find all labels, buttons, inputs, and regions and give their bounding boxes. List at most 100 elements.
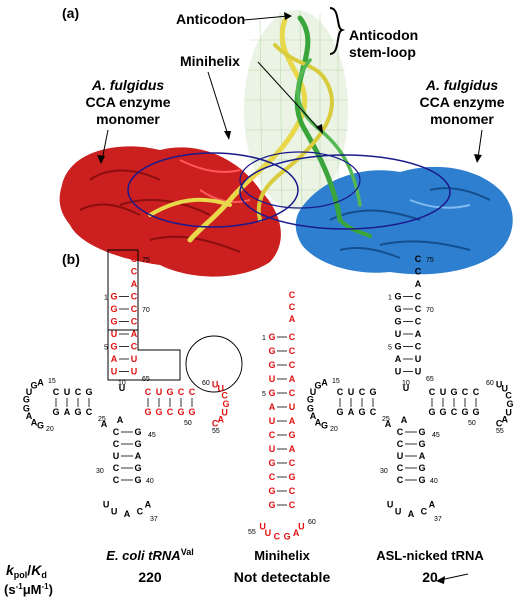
nt-d-loop: A <box>37 377 44 387</box>
minihelix-pointer-left <box>207 71 229 136</box>
value-asl: 20 <box>422 569 438 585</box>
nt-acceptor-3p: U <box>415 354 422 364</box>
left-monomer-line3: monomer <box>96 111 160 127</box>
nt-t-stem-top: C <box>429 387 436 397</box>
nt-ac-stem-5p: C <box>397 463 404 473</box>
nt-t-loop: G <box>222 399 229 409</box>
nt-d-loop: G <box>307 403 314 413</box>
kd-main: K <box>31 562 42 578</box>
nt-ac-stem-5p: C <box>397 427 404 437</box>
num-65: 65 <box>142 376 150 383</box>
nt-acceptor-3p: U <box>131 367 138 377</box>
nt-ac-stem-5p: U <box>397 451 404 461</box>
num-5: 5 <box>388 345 392 352</box>
nt-mini-5p: A <box>269 402 276 412</box>
slash: / <box>27 562 31 578</box>
nick-arrowhead <box>436 576 445 584</box>
num-1: 1 <box>104 295 108 302</box>
nt-mini-tail: C <box>289 302 296 312</box>
caption-ecoli-sup: Val <box>181 547 194 557</box>
left-monomer-line2: CCA enzyme <box>85 94 170 110</box>
nt-t-stem-bot: C <box>451 407 458 417</box>
value-minihelix: Not detectable <box>234 569 331 585</box>
caption-ecoli: E. coli tRNAVal <box>106 547 193 563</box>
nt-t-loop: U <box>217 383 224 393</box>
num-1: 1 <box>388 295 392 302</box>
num-37: 37 <box>150 516 158 523</box>
nt-acceptor-5p: G <box>394 292 401 302</box>
nt-t-stem-top: G <box>166 387 173 397</box>
nt-d-stem-top: G <box>369 387 376 397</box>
nt-acceptor-5p: U <box>395 367 402 377</box>
right-monomer-line3: monomer <box>430 111 494 127</box>
minihelix-arrowhead-right <box>316 124 323 134</box>
nt-mini-5p: G <box>268 332 275 342</box>
nt-ac-loop: U <box>103 499 110 509</box>
nt-mini-3p: U <box>289 402 296 412</box>
nt-d-stem-bot: G <box>358 407 365 417</box>
nt-mini-loop: G <box>284 532 291 542</box>
nt-ac-loop: A <box>124 509 131 519</box>
value-ecoli: 220 <box>138 569 162 585</box>
nt-ac-loop: U <box>387 499 394 509</box>
nt-tail: C <box>131 254 138 264</box>
nt-ac-stem-5p: C <box>113 427 120 437</box>
nt-d-stem-bot: G <box>336 407 343 417</box>
acceptor-box-horizontal <box>107 330 181 381</box>
nt-d-loop: A <box>26 411 33 421</box>
minihelix-pointer-right <box>257 61 321 131</box>
nt-d-stem-top: C <box>53 387 60 397</box>
ellipse-right-site <box>239 154 451 230</box>
num-75: 75 <box>426 257 434 264</box>
num-15: 15 <box>332 378 340 385</box>
nt-ac-stem-3p: G <box>418 463 425 473</box>
nt-t-stem-top: C <box>178 387 185 397</box>
right-monomer-line2: CCA enzyme <box>419 94 504 110</box>
nt-d-loop: G <box>307 395 314 405</box>
nt-d-loop: A <box>31 417 38 427</box>
num-mini-1: 1 <box>262 335 266 342</box>
ellipse-center-site <box>239 151 361 209</box>
nt-ac-loop: U <box>395 506 402 516</box>
nt-acceptor-5p: A <box>395 354 402 364</box>
nt-acceptor-5p: G <box>394 317 401 327</box>
nt-mini-loop: U <box>259 522 266 532</box>
num-55: 55 <box>496 428 504 435</box>
units-sup2: -1 <box>41 582 49 591</box>
nt-ac-stem-3p: G <box>134 463 141 473</box>
num-65: 65 <box>426 376 434 383</box>
nt-mini-5p: G <box>268 486 275 496</box>
num-75: 75 <box>142 257 150 264</box>
nt-mini-5p: U <box>269 444 276 454</box>
nt-ac-stem-3p: G <box>134 439 141 449</box>
nt-mini-3p: A <box>289 374 296 384</box>
num-40: 40 <box>430 478 438 485</box>
nt-mini-5p: U <box>269 416 276 426</box>
nt-ac-stem-5p: C <box>113 475 120 485</box>
left-monomer-line1: A. fulgidus <box>91 77 165 93</box>
nt-d-loop: U <box>26 387 33 397</box>
nt-d-stem-top: U <box>348 387 355 397</box>
nt-extra: A <box>385 419 392 429</box>
nt-acceptor-5p: A <box>111 354 118 364</box>
num-50: 50 <box>468 420 476 427</box>
nt-ac-stem-3p: G <box>418 439 425 449</box>
nt-d-stem-top: C <box>359 387 366 397</box>
nt-acceptor-3p: C <box>131 342 138 352</box>
left-monomer-arrowhead <box>97 155 105 164</box>
nt-ac-stem-5p: C <box>397 475 404 485</box>
nt-t-stem-bot: C <box>167 407 174 417</box>
num-mini-60: 60 <box>308 519 316 526</box>
nt-t-stem-top: U <box>440 387 447 397</box>
nt-mini-5p: C <box>269 430 276 440</box>
nt-mini-3p: G <box>288 472 295 482</box>
num-70: 70 <box>426 307 434 314</box>
nt-acceptor-3p: C <box>131 304 138 314</box>
right-monomer-line1: A. fulgidus <box>425 77 499 93</box>
nt-mini-5p: G <box>268 346 275 356</box>
nt-extra: U <box>403 383 410 393</box>
nt-mini-loop: C <box>274 532 281 542</box>
nt-ac-stem-5p: C <box>397 439 404 449</box>
num-15: 15 <box>48 378 56 385</box>
